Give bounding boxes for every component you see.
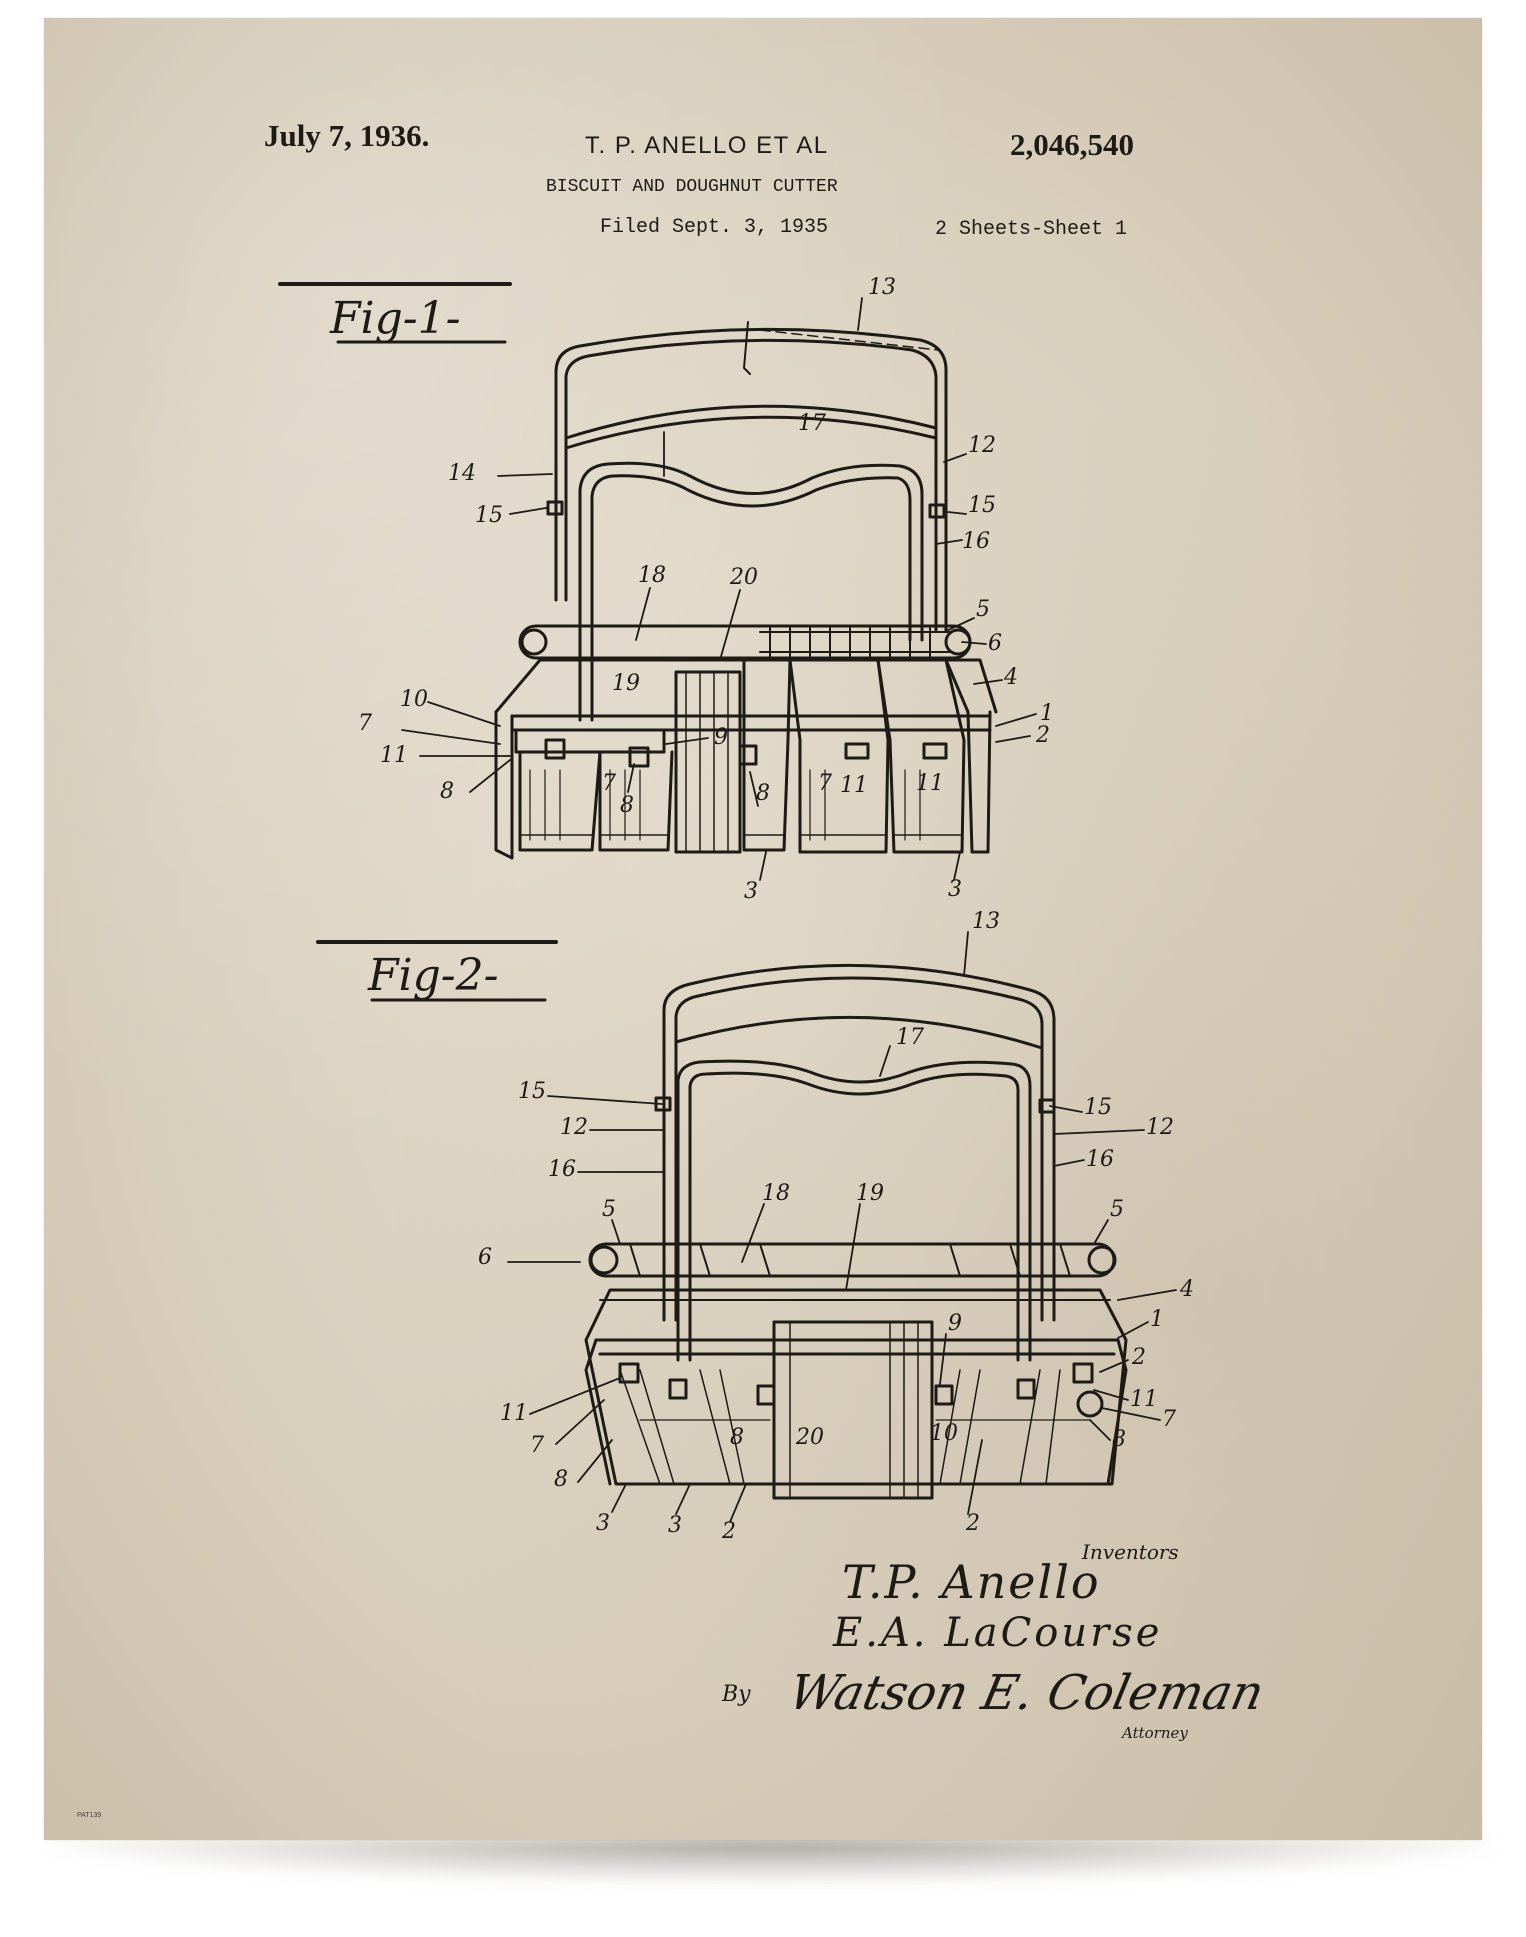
inventor-signature-2: E.A. LaCourse bbox=[833, 1610, 1163, 1656]
callout-number: 9 bbox=[948, 1311, 962, 1336]
callout-number: 11 bbox=[1130, 1387, 1158, 1412]
callout-number: 17 bbox=[798, 411, 826, 436]
callout-number: 11 bbox=[500, 1401, 528, 1426]
callout-number: 11 bbox=[380, 743, 408, 768]
sheet-count: 2 Sheets-Sheet 1 bbox=[935, 218, 1128, 241]
callout-number: 15 bbox=[1084, 1095, 1112, 1120]
callout-number: 13 bbox=[972, 909, 1000, 934]
attorney-signature: Watson E. Coleman bbox=[784, 1665, 1269, 1721]
fig-1-label: Fig-1- bbox=[329, 293, 461, 344]
callout-number: 15 bbox=[475, 503, 503, 528]
callout-number: 15 bbox=[518, 1079, 546, 1104]
patent-sheet bbox=[44, 18, 1482, 1840]
callout-number: 3 bbox=[948, 877, 962, 902]
patent-title: BISCUIT AND DOUGHNUT CUTTER bbox=[546, 177, 838, 197]
fig-2-label: Fig-2- bbox=[367, 950, 499, 1001]
callout-number: 8 bbox=[620, 793, 634, 818]
callout-number: 5 bbox=[976, 597, 990, 622]
callout-number: 4 bbox=[1003, 665, 1018, 690]
callout-number: 3 bbox=[596, 1511, 610, 1536]
callout-number: 2 bbox=[1131, 1345, 1146, 1370]
callout-number: 7 bbox=[818, 771, 832, 796]
callout-number: 12 bbox=[968, 433, 996, 458]
callout-number: 2 bbox=[721, 1519, 736, 1544]
callout-number: 8 bbox=[554, 1467, 568, 1492]
patent-number: 2,046,540 bbox=[1010, 127, 1134, 162]
print-code: PAT139 bbox=[77, 1812, 102, 1819]
callout-number: 9 bbox=[714, 725, 728, 750]
callout-number: 16 bbox=[962, 529, 990, 554]
callout-number: 17 bbox=[896, 1025, 924, 1050]
callout-number: 19 bbox=[856, 1181, 884, 1206]
callout-number: 15 bbox=[968, 493, 996, 518]
callout-number: 12 bbox=[560, 1115, 588, 1140]
callout-number: 10 bbox=[400, 687, 428, 712]
callout-number: 16 bbox=[548, 1157, 576, 1182]
callout-number: 6 bbox=[988, 631, 1002, 656]
figure-1: Fig-1- bbox=[278, 275, 1054, 904]
callout-number: 12 bbox=[1146, 1115, 1174, 1140]
callout-number: 4 bbox=[1179, 1277, 1194, 1302]
by-label: By bbox=[722, 1682, 751, 1707]
callout-number: 7 bbox=[530, 1433, 544, 1458]
callout-number: 8 bbox=[440, 779, 454, 804]
callout-number: 20 bbox=[795, 1425, 824, 1450]
inventor-signature-1: T.P. Anello bbox=[842, 1555, 1101, 1609]
callout-number: 1 bbox=[1040, 701, 1054, 726]
callout-number: 3 bbox=[744, 879, 758, 904]
callout-number: 7 bbox=[358, 711, 372, 736]
callout-number: 11 bbox=[840, 773, 868, 798]
figure-2: Fig-2- 13 bbox=[316, 909, 1194, 1544]
callout-number: 7 bbox=[602, 771, 616, 796]
callout-number: 11 bbox=[916, 771, 944, 796]
sheet-shadow bbox=[52, 1838, 1492, 1884]
callout-number: 3 bbox=[668, 1513, 682, 1538]
callout-number: 2 bbox=[965, 1511, 980, 1536]
callout-number: 13 bbox=[868, 275, 896, 300]
callout-number: 1 bbox=[1150, 1307, 1164, 1332]
attorney-label: Attorney bbox=[1122, 1724, 1188, 1742]
inventors-label: Inventors bbox=[1082, 1540, 1179, 1564]
filed-date: Filed Sept. 3, 1935 bbox=[600, 216, 829, 239]
callout-number: 20 bbox=[729, 565, 758, 590]
callout-number: 7 bbox=[1162, 1407, 1176, 1432]
callout-number: 5 bbox=[602, 1197, 616, 1222]
callout-number: 2 bbox=[1035, 723, 1050, 748]
patent-inventors: T. P. ANELLO ET AL bbox=[585, 132, 829, 159]
patent-date: July 7, 1936. bbox=[264, 118, 430, 153]
callout-number: 6 bbox=[478, 1245, 492, 1270]
callout-number: 8 bbox=[730, 1425, 744, 1450]
callout-number: 19 bbox=[612, 671, 640, 696]
callout-number: 10 bbox=[930, 1421, 958, 1446]
callout-number: 18 bbox=[638, 563, 666, 588]
callout-number: 5 bbox=[1110, 1197, 1124, 1222]
callout-number: 8 bbox=[1112, 1427, 1126, 1452]
callout-number: 18 bbox=[762, 1181, 790, 1206]
callout-number: 16 bbox=[1086, 1147, 1114, 1172]
callout-number: 8 bbox=[756, 781, 770, 806]
callout-number: 14 bbox=[448, 461, 476, 486]
